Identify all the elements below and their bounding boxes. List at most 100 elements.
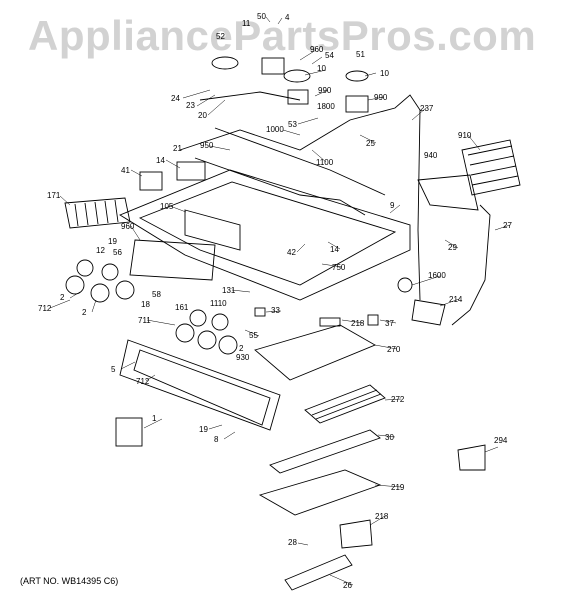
leader-lines: [49, 16, 511, 586]
knob-5: [101, 263, 119, 281]
callout: 24: [171, 94, 180, 103]
part-33: [254, 307, 266, 317]
callout: 750: [332, 263, 346, 272]
callout: 237: [420, 104, 434, 113]
callout: 910: [458, 131, 472, 140]
callout: 20: [198, 111, 207, 120]
burner-left: [211, 56, 239, 70]
knob-7: [197, 330, 217, 350]
knob-3: [115, 280, 135, 300]
gas-tube-2: [199, 91, 301, 101]
callout: 930: [236, 353, 250, 362]
callout: 960: [310, 45, 324, 54]
callout: 19: [199, 425, 208, 434]
chassis-rail: [194, 157, 366, 216]
callout: 58: [152, 290, 161, 299]
callout: 214: [449, 295, 463, 304]
callout: 29: [448, 243, 457, 252]
callout: 1800: [317, 102, 335, 111]
callout: 712: [136, 377, 150, 386]
knob-1: [65, 275, 85, 295]
callout: 218: [351, 319, 365, 328]
burner-box-2: [287, 89, 309, 105]
callout: 950: [200, 141, 214, 150]
callout: 712: [38, 304, 52, 313]
part-26: [284, 554, 353, 591]
callout: 294: [494, 436, 508, 445]
callout: 131: [222, 286, 236, 295]
bracket-218: [339, 519, 373, 549]
callout: 990: [318, 86, 332, 95]
callout: 56: [113, 248, 122, 257]
callout: 50: [257, 12, 266, 21]
callout: 272: [391, 395, 405, 404]
callout: 105: [160, 202, 174, 211]
hood-910-lines: [467, 145, 519, 186]
knob-4: [76, 259, 94, 277]
callout-labels: 50 4 11 52 960 54 51 10 10 24 23 20 990 …: [38, 12, 512, 590]
part-218: [319, 317, 341, 327]
knob-2: [90, 283, 110, 303]
knob-6: [175, 323, 195, 343]
hood-910: [461, 139, 521, 196]
callout: 1: [152, 414, 157, 423]
callout: 10: [380, 69, 389, 78]
watermark: AppliancePartsPros.com: [28, 12, 537, 59]
grate-lines: [74, 199, 119, 227]
callout: 1100: [316, 158, 334, 167]
chassis-rail-2: [214, 127, 386, 196]
valve-1600: [397, 277, 413, 293]
bracket-294: [457, 444, 486, 471]
callout: 8: [214, 435, 219, 444]
callout: 1600: [428, 271, 446, 280]
knob-8: [218, 335, 238, 355]
knob-10: [211, 313, 229, 331]
callout: 54: [325, 51, 334, 60]
art-number: (ART NO. WB14395 C6): [20, 576, 119, 586]
callout: 4: [285, 13, 290, 22]
panel-105: [184, 209, 241, 251]
burner-box-3: [345, 95, 369, 113]
grate-272: [304, 384, 386, 424]
module-14: [176, 161, 206, 181]
callout: 1110: [210, 299, 227, 308]
burner-mid: [283, 69, 311, 83]
callout: 9: [390, 201, 395, 210]
callout: 711: [138, 316, 151, 325]
callout: 14: [156, 156, 165, 165]
callout: 25: [366, 139, 375, 148]
callout: 12: [96, 246, 105, 255]
gas-tube: [179, 94, 421, 301]
callout: 28: [288, 538, 297, 547]
callout: 26: [343, 581, 352, 590]
part-30: [269, 429, 381, 474]
callout: 270: [387, 345, 401, 354]
plate-960: [129, 239, 216, 281]
callout: 960: [121, 222, 135, 231]
part-37: [367, 314, 379, 326]
callout: 18: [141, 300, 150, 309]
callout: 23: [186, 101, 195, 110]
callout: 41: [121, 166, 130, 175]
callout: 53: [288, 120, 297, 129]
callout: 37: [385, 319, 394, 328]
callout: 2: [82, 308, 87, 317]
tray-219: [258, 469, 382, 516]
callout: 14: [330, 245, 339, 254]
bracket-940: [417, 174, 479, 211]
control-panel-face: [133, 349, 271, 426]
gas-tube-3: [451, 204, 491, 326]
burner-box-1: [261, 57, 285, 75]
callout: 161: [175, 303, 189, 312]
chassis-frame: [119, 169, 411, 301]
callout: 11: [242, 19, 251, 28]
shield-270: [254, 324, 377, 381]
knob-9: [189, 309, 207, 327]
callout: 55: [249, 331, 258, 340]
callout: 218: [375, 512, 389, 521]
callout: 42: [287, 248, 296, 257]
callout: 33: [271, 306, 280, 315]
grate-272-lines: [311, 389, 382, 420]
